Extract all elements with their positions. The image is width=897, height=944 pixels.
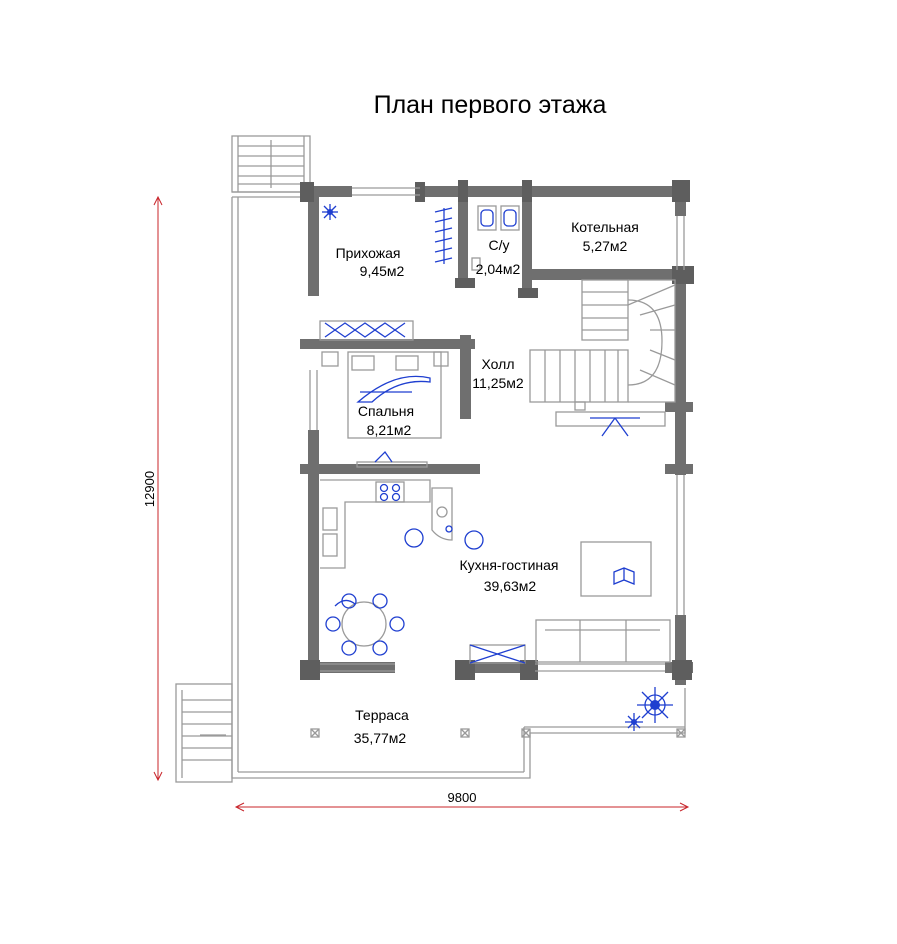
walls (300, 180, 694, 685)
room-name: Спальня (358, 403, 414, 419)
room-area: 5,27м2 (583, 238, 628, 254)
terrace-plant-icon (625, 687, 673, 731)
living-furniture (469, 541, 671, 664)
bedroom-tv (356, 450, 428, 468)
room-area: 39,63м2 (484, 578, 537, 594)
room-area: 2,04м2 (476, 261, 521, 277)
room-area: 9,45м2 (360, 263, 405, 279)
room-area: 35,77м2 (354, 730, 407, 746)
terrace-stairs-bottom (175, 683, 233, 783)
plan-title: План первого этажа (374, 91, 607, 119)
hall-tv-unit (555, 411, 666, 437)
height-dimension-label: 12900 (142, 471, 157, 507)
room-area: 8,21м2 (367, 422, 412, 438)
room-name: Холл (482, 356, 515, 372)
room-name: С/у (489, 237, 510, 253)
width-dimension: 9800 (234, 790, 690, 812)
plant-icon (322, 204, 338, 220)
room-name: Кухня-гостиная (459, 557, 558, 573)
room-name: Терраса (355, 707, 409, 723)
dining-set (325, 593, 405, 656)
width-dimension-label: 9800 (448, 790, 477, 805)
entry-wardrobe (319, 320, 414, 341)
height-dimension: 12900 (142, 195, 163, 782)
hall-staircase (529, 279, 676, 411)
windows (309, 187, 685, 672)
entrance-stairs-top (231, 135, 311, 193)
room-name: Котельная (571, 219, 639, 235)
room-area: 11,25м2 (472, 375, 524, 391)
kitchen-units (320, 479, 484, 569)
bathroom-fixtures (471, 205, 520, 271)
terrace-posts (310, 728, 686, 738)
room-name: Прихожая (336, 245, 401, 261)
room-labels: Прихожая 9,45м2 С/у 2,04м2 Котельная 5,2… (336, 219, 639, 746)
bed (321, 351, 449, 439)
coat-rack (434, 207, 453, 264)
